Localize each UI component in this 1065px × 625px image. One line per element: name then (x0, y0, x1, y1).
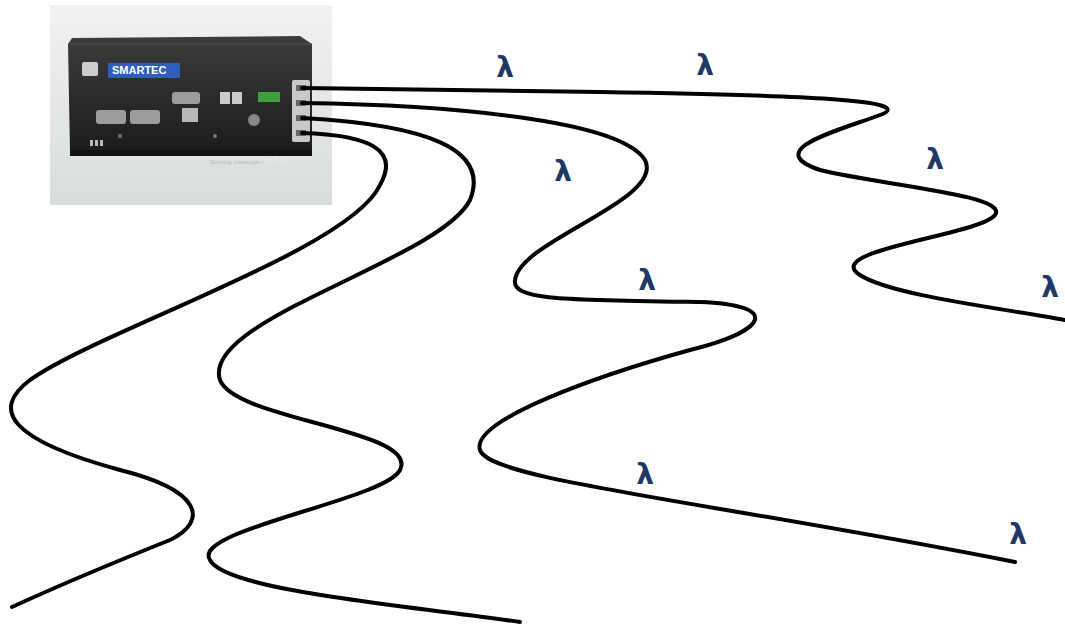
wavelength-label: λ (636, 267, 658, 295)
device-subtitle: Sensing Interrogator (210, 159, 264, 165)
wavelength-label: λ (552, 158, 574, 186)
optical-fiber (302, 103, 1015, 562)
wavelength-label: λ (634, 461, 656, 489)
optical-fiber (302, 88, 1065, 320)
wavelength-label: λ (924, 146, 946, 174)
wavelength-label: λ (1007, 521, 1029, 549)
device-box: SMARTECSensing Interrogatorsm125 (70, 40, 312, 152)
optical-fiber (209, 118, 520, 622)
interrogator-unit (68, 36, 312, 156)
model-name: sm125 (258, 155, 291, 166)
wavelength-label: λ (694, 52, 716, 80)
brand-name: SMARTEC (108, 63, 180, 78)
wavelength-label: λ (494, 54, 516, 82)
photo-background (50, 5, 332, 205)
wavelength-label: λ (1039, 274, 1061, 302)
optical-fiber (11, 133, 386, 607)
